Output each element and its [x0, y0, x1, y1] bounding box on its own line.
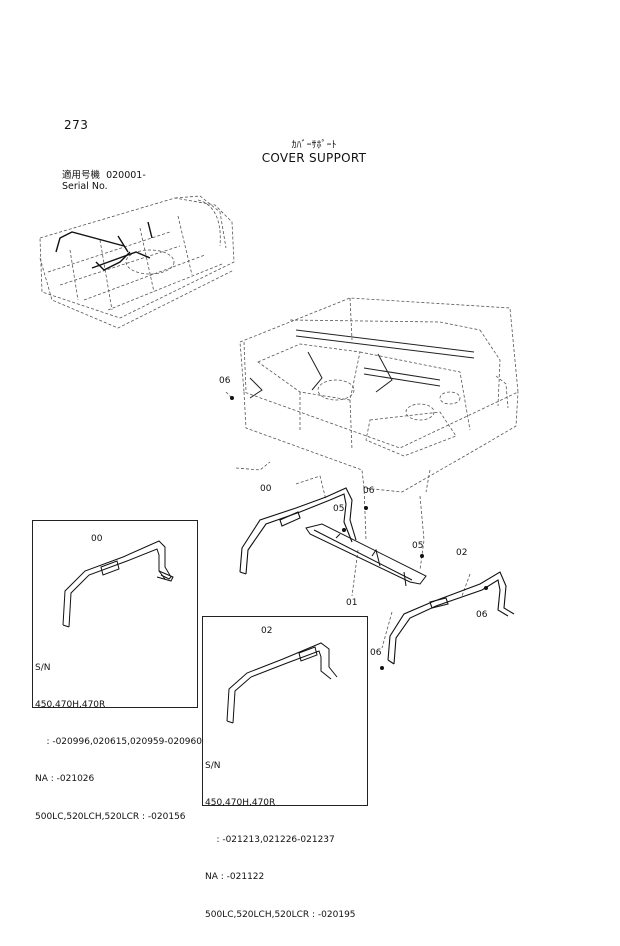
box-left-line-1: S/N — [35, 662, 51, 673]
box-right-line-3: : -021213,021226-021237 — [205, 835, 335, 846]
detail-box-part-02: 02 S/N 450,470H,470R : -021213,021226-02… — [202, 616, 368, 920]
bolts — [229, 395, 488, 671]
overview-highlighted-support — [55, 221, 153, 271]
title-english: COVER SUPPORT — [261, 151, 367, 165]
callout-06-c: 06 — [476, 610, 488, 620]
box-right-line-4: NA : -021122 — [205, 872, 265, 883]
detail-box-part-00-text: S/N 450,470H,470R : -020996,020615,02095… — [35, 637, 202, 848]
box-right-line-5: 500LC,520LCH,520LCR : -020195 — [205, 909, 356, 920]
serial-label-jp: 適用号機 — [62, 170, 101, 181]
part-00-drawing — [239, 487, 357, 575]
part-02-drawing — [387, 571, 515, 665]
box-left-line-4: NA : -021026 — [35, 774, 95, 785]
title-japanese: ｶﾊﾞｰｻﾎﾟｰﾄ — [291, 140, 337, 151]
detail-part-00-drawing: 00 — [62, 534, 174, 628]
box-left-line-2: 450,470H,470R — [35, 700, 106, 711]
box-left-line-3: : -020996,020615,020959-020960 — [35, 737, 202, 748]
parts-diagram: 06 00 06 05 05 01 02 06 06 — [39, 195, 519, 671]
serial-label-en: Serial No. — [62, 181, 108, 192]
overview-machine-drawing — [39, 195, 235, 329]
machine-body-drawing — [235, 297, 519, 493]
leader-lines — [225, 391, 471, 649]
callout-00: 00 — [260, 484, 272, 494]
detail-box-part-02-text: S/N 450,470H,470R : -021213,021226-02123… — [205, 735, 356, 946]
page-number: 273 — [64, 118, 89, 132]
detail-callout-00: 00 — [91, 534, 103, 544]
box-right-line-1: S/N — [205, 760, 221, 771]
detail-box-part-00: 00 S/N 450,470H,470R : -020996,020615,02… — [32, 520, 202, 822]
box-right-line-2: 450,470H,470R — [205, 798, 276, 809]
callout-06-b: 06 — [363, 486, 375, 496]
machine-frame-rails — [249, 329, 475, 399]
callout-05-b: 05 — [412, 541, 423, 551]
part-01-drawing — [305, 523, 427, 587]
callout-02: 02 — [456, 548, 467, 558]
callout-01: 01 — [346, 598, 357, 608]
detail-callout-02: 02 — [261, 626, 272, 636]
callout-06-d: 06 — [370, 648, 382, 658]
serial-value: 020001- — [106, 170, 146, 181]
serial-block: 適用号機 020001- Serial No. — [62, 170, 146, 192]
detail-part-02-drawing: 02 — [226, 626, 338, 724]
callout-05-a: 05 — [333, 504, 344, 514]
callout-06-a: 06 — [219, 376, 231, 386]
